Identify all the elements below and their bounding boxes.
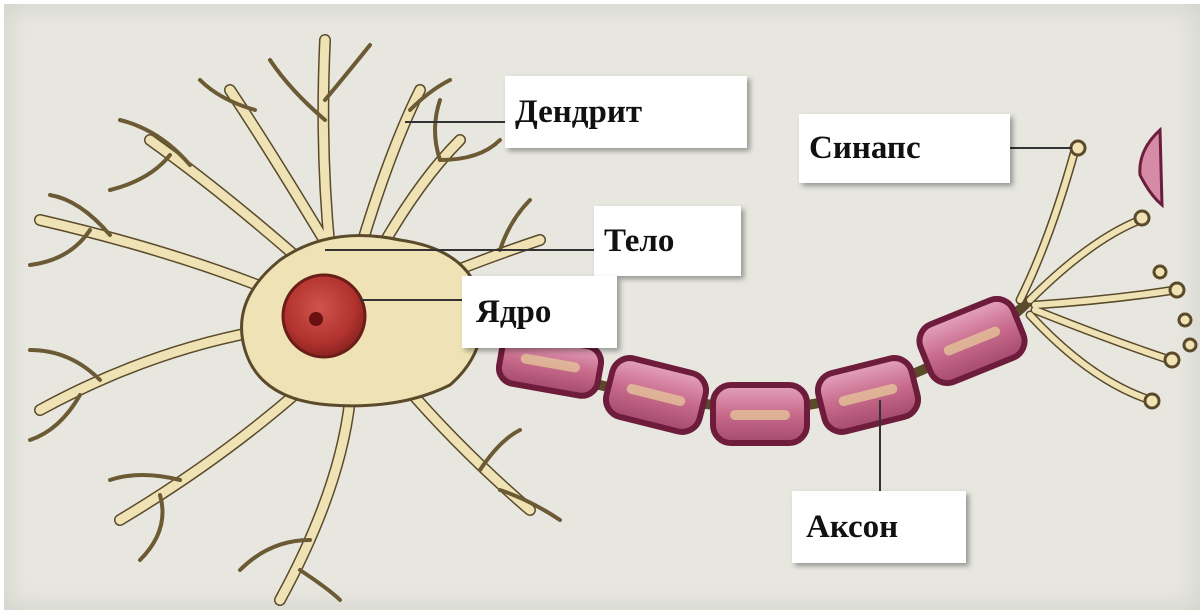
label-dendrite: Дендрит xyxy=(505,76,747,148)
label-axon: Аксон xyxy=(792,491,966,563)
nucleus xyxy=(283,275,365,357)
synapse-target-cell xyxy=(1140,130,1162,205)
label-synapse: Синапс xyxy=(799,114,1010,183)
label-nucleus: Ядро xyxy=(462,276,617,348)
label-body: Тело xyxy=(594,206,741,276)
nucleolus xyxy=(309,312,323,326)
